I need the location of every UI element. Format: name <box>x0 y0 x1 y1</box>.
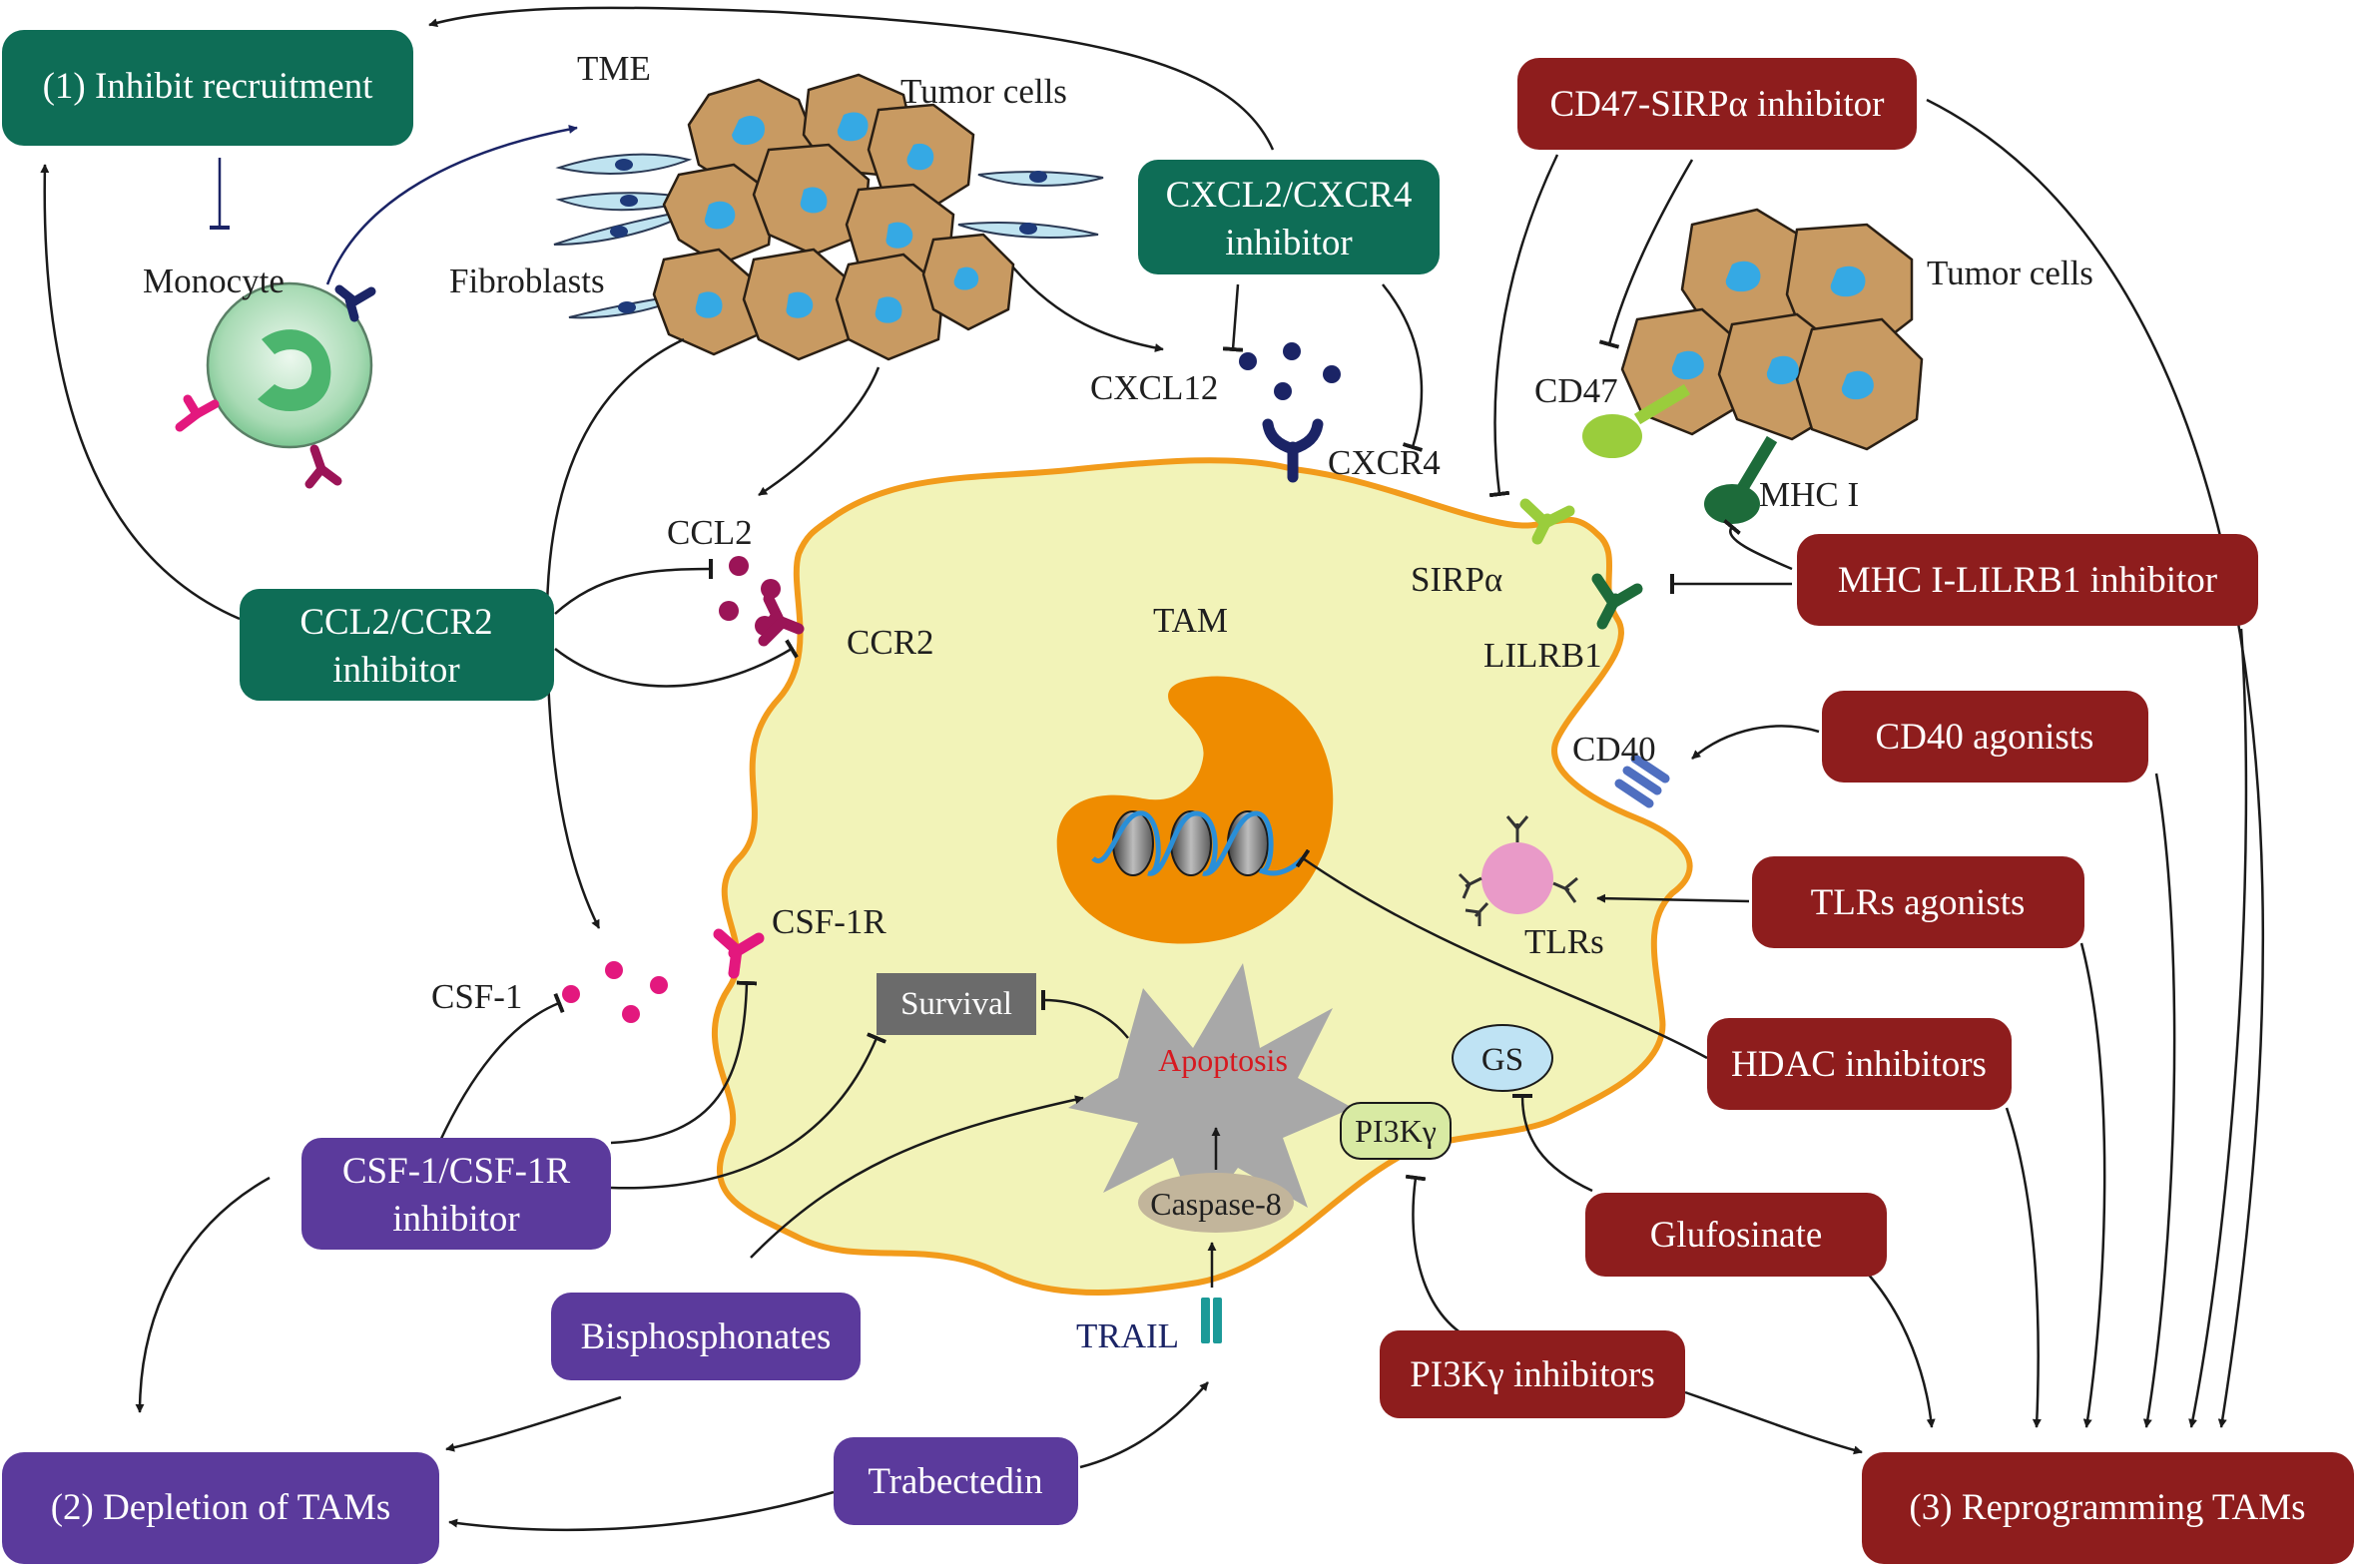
ccr2-receptor-icon <box>758 593 805 647</box>
ccl2-label: CCL2 <box>667 513 753 552</box>
lilrb1-receptor-icon <box>1591 573 1643 630</box>
sirpa-label: SIRPα <box>1411 560 1502 599</box>
cd47-receptor-icon <box>1582 383 1691 458</box>
survival-box <box>877 973 1036 1035</box>
cxcl2-cxcr4-inhibitor-box: CXCL2/CXCR4 inhibitor <box>1138 160 1440 274</box>
apoptosis-label: Apoptosis <box>1158 1042 1288 1078</box>
tme-tumor-mass <box>553 73 1104 361</box>
cxcl12-ligands <box>1239 342 1341 400</box>
ccl2-ccr2-inhibitor-line1: CCL2/CCR2 <box>299 602 492 643</box>
mhc-lilrb1-inhibitor-box: MHC I-LILRB1 inhibitor <box>1797 534 2258 626</box>
trabectedin-box: Trabectedin <box>834 1437 1078 1525</box>
mhc-i-molecule-icon <box>1704 435 1778 524</box>
category-inhibit-recruitment: (1) Inhibit recruitment <box>2 30 413 146</box>
ccr2-label: CCR2 <box>847 623 934 662</box>
csf1r-receptor-icon <box>713 928 765 979</box>
trail-label: TRAIL <box>1076 1316 1179 1355</box>
hdac-inhibitors-label: HDAC inhibitors <box>1731 1044 1987 1085</box>
cd47-label: CD47 <box>1534 371 1618 410</box>
csf1-label: CSF-1 <box>431 977 522 1016</box>
pi3k-inhibitors-box: PI3Kγ inhibitors <box>1380 1330 1685 1418</box>
ccl2-ccr2-inhibitor-box: CCL2/CCR2 inhibitor <box>240 589 554 701</box>
sirpa-receptor-icon <box>1519 498 1575 545</box>
csf1-csf1r-inhibitor-line2: inhibitor <box>392 1199 519 1240</box>
csf1r-label: CSF-1R <box>772 902 886 941</box>
chromatin-icon <box>1091 810 1305 876</box>
tam-nucleus <box>1056 676 1334 944</box>
category-reprogramming: (3) Reprogramming TAMs <box>1862 1452 2354 1564</box>
ccl2-ligands <box>719 556 781 636</box>
pi3k-inhibitors-label: PI3Kγ inhibitors <box>1410 1354 1655 1395</box>
fibroblasts-label: Fibroblasts <box>449 261 605 300</box>
tlrs-agonists-label: TLRs agonists <box>1811 882 2026 923</box>
cd40-label: CD40 <box>1572 730 1656 769</box>
apoptosis-starburst <box>1068 963 1353 1223</box>
csf1-csf1r-inhibitor-line1: CSF-1/CSF-1R <box>342 1151 571 1192</box>
cxcr4-label: CXCR4 <box>1328 443 1441 482</box>
monocyte-label: Monocyte <box>143 261 285 300</box>
right-tumor-cells <box>1582 208 1924 524</box>
lilrb1-label: LILRB1 <box>1483 636 1602 675</box>
tumor-cells-right-label: Tumor cells <box>1927 254 2093 292</box>
cxcl12-label: CXCL12 <box>1090 368 1218 407</box>
pi3k-label: PI3Kγ <box>1355 1113 1437 1149</box>
mhc-i-label: MHC I <box>1759 475 1859 514</box>
tlrs-agonists-box: TLRs agonists <box>1752 856 2084 948</box>
cxcr4-receptor-icon <box>1262 418 1324 483</box>
hdac-inhibitors-box: HDAC inhibitors <box>1707 1018 2012 1110</box>
category-depletion-label: (2) Depletion of TAMs <box>51 1487 391 1528</box>
trail-receptor-icon <box>1201 1298 1222 1343</box>
glufosinate-label: Glufosinate <box>1650 1215 1823 1256</box>
tlrs-endosome-icon <box>1458 815 1578 926</box>
tumor-cells-top-label: Tumor cells <box>900 72 1067 111</box>
trabectedin-label: Trabectedin <box>868 1461 1042 1502</box>
ccl2-ccr2-inhibitor-line2: inhibitor <box>332 650 459 691</box>
cd47-sirpa-inhibitor-box: CD47-SIRPα inhibitor <box>1517 58 1917 150</box>
tme-label: TME <box>577 49 651 88</box>
survival-label: Survival <box>900 986 1012 1022</box>
category-depletion: (2) Depletion of TAMs <box>2 1452 439 1564</box>
csf1-ligands <box>562 961 668 1023</box>
pi3k-node <box>1340 1102 1452 1160</box>
caspase8-node <box>1138 1173 1294 1233</box>
cd40-agonists-box: CD40 agonists <box>1822 691 2148 783</box>
gs-label: GS <box>1481 1042 1523 1078</box>
glufosinate-box: Glufosinate <box>1585 1193 1887 1277</box>
monocyte-cell <box>175 281 376 489</box>
cd40-agonists-label: CD40 agonists <box>1876 717 2094 758</box>
bisphosphonates-label: Bisphosphonates <box>581 1316 832 1357</box>
tam-label: TAM <box>1153 601 1228 640</box>
category-inhibit-recruitment-label: (1) Inhibit recruitment <box>43 66 374 107</box>
caspase8-label: Caspase-8 <box>1150 1186 1282 1222</box>
cd40-receptor-icon <box>1614 754 1670 808</box>
csf1-csf1r-inhibitor-box: CSF-1/CSF-1R inhibitor <box>301 1138 611 1250</box>
gs-node <box>1452 1024 1553 1092</box>
mhc-lilrb1-inhibitor-label: MHC I-LILRB1 inhibitor <box>1838 560 2217 601</box>
tlrs-label: TLRs <box>1524 922 1604 961</box>
cxcl2-cxcr4-inhibitor-line2: inhibitor <box>1225 223 1352 263</box>
bisphosphonates-box: Bisphosphonates <box>551 1293 861 1380</box>
cxcl2-cxcr4-inhibitor-line1: CXCL2/CXCR4 <box>1166 175 1413 216</box>
category-reprogramming-label: (3) Reprogramming TAMs <box>1909 1487 2305 1528</box>
cd47-sirpa-inhibitor-label: CD47-SIRPα inhibitor <box>1550 84 1885 125</box>
